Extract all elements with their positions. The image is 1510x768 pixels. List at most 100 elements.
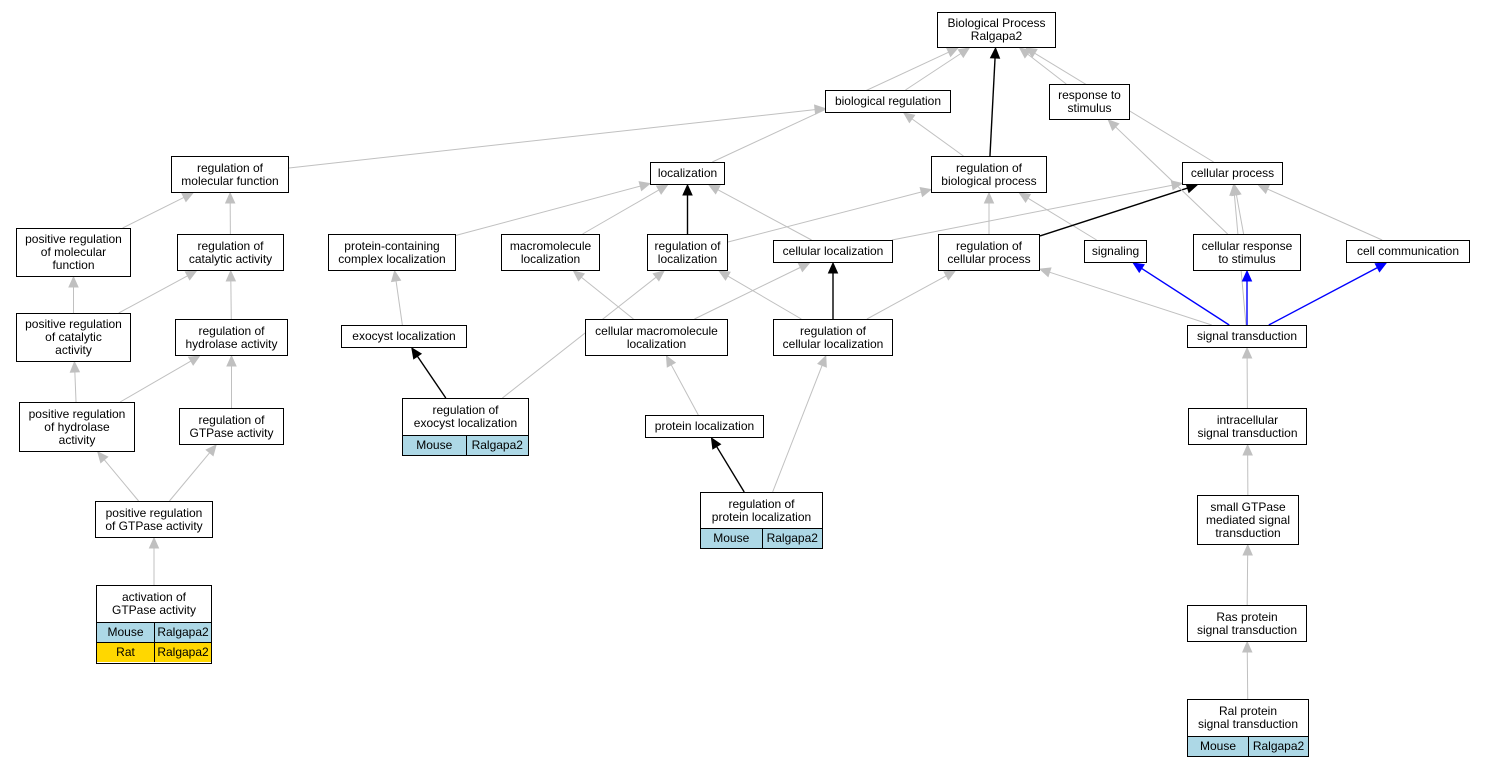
edge-arrowhead — [813, 104, 827, 115]
node-label: positive regulation of GTPase activity — [105, 505, 203, 533]
node-label: regulation of molecular function — [181, 160, 279, 188]
node-signal-transduction[interactable]: signal transduction — [1187, 325, 1307, 348]
node-signaling[interactable]: signaling — [1084, 240, 1147, 263]
node-cellular-process[interactable]: cellular process — [1182, 162, 1283, 185]
node-label: cellular response to stimulus — [1201, 238, 1293, 266]
edge-arrowhead — [707, 184, 721, 195]
node-cellular-response-to-stimulus[interactable]: cellular response to stimulus — [1193, 234, 1301, 271]
node-protein-localization[interactable]: protein localization — [645, 415, 764, 438]
species-row-mouse: Mouse Ralgapa2 — [403, 435, 528, 455]
node-regulation-of-exocyst-localization[interactable]: regulation of exocyst localization Mouse… — [402, 398, 529, 456]
node-positive-regulation-of-catalytic-activity[interactable]: positive regulation of catalytic activit… — [16, 313, 131, 362]
node-label: regulation of cellular process — [947, 238, 1031, 266]
species-cell: Mouse — [701, 529, 762, 548]
node-regulation-of-gtpase-activity[interactable]: regulation of GTPase activity — [179, 408, 284, 445]
edge-arrowhead — [1241, 269, 1253, 282]
node-ras-protein-signal-transduction[interactable]: Ras protein signal transduction — [1187, 605, 1307, 642]
node-intracellular-signal-transduction[interactable]: intracellular signal transduction — [1188, 408, 1307, 445]
node-regulation-of-cellular-localization[interactable]: regulation of cellular localization — [773, 319, 893, 356]
node-regulation-of-localization[interactable]: regulation of localization — [647, 234, 728, 271]
edge-arrowhead — [1038, 267, 1052, 278]
edge-arrowhead — [817, 354, 827, 368]
node-regulation-of-hydrolase-activity[interactable]: regulation of hydrolase activity — [175, 319, 288, 356]
edge-arrowhead — [205, 444, 217, 457]
edge-pos_reg_gtpase_activity-to-pos_reg_hydrolase_activity — [103, 459, 139, 502]
node-regulation-of-molecular-function[interactable]: regulation of molecular function — [171, 156, 289, 193]
edge-arrowhead — [68, 275, 79, 288]
node-label: regulation of catalytic activity — [188, 238, 273, 266]
species-cell: Mouse — [403, 436, 466, 455]
node-macromolecule-localization[interactable]: macromolecule localization — [501, 234, 600, 271]
edge-cell_communication-to-cellular_process — [1267, 188, 1383, 241]
species-cell: Mouse — [97, 623, 154, 642]
edge-reg_protein_localization-to-protein_localization — [716, 446, 745, 493]
node-label: intracellular signal transduction — [1197, 412, 1298, 440]
node-regulation-of-catalytic-activity[interactable]: regulation of catalytic activity — [177, 234, 284, 271]
node-response-to-stimulus[interactable]: response to stimulus — [1049, 84, 1130, 120]
node-positive-regulation-of-hydrolase-activity[interactable]: positive regulation of hydrolase activit… — [19, 402, 135, 452]
edge-protein_containing_complex_localization-to-localization — [455, 185, 641, 236]
node-exocyst-localization[interactable]: exocyst localization — [341, 325, 467, 348]
edge-arrowhead — [902, 112, 916, 124]
node-label: regulation of hydrolase activity — [185, 323, 278, 351]
node-cell-communication[interactable]: cell communication — [1346, 240, 1470, 263]
node-label: macromolecule localization — [509, 238, 592, 266]
node-label: protein-containing complex localization — [338, 238, 446, 266]
edge-arrowhead — [1229, 183, 1240, 196]
edge-reg_molecular_function-to-biological_regulation — [288, 109, 816, 169]
edge-arrowhead — [411, 346, 423, 360]
edge-pos_reg_hydrolase_activity-to-reg_hydrolase_activity — [119, 360, 192, 403]
edge-cellular_response_to_stimulus-to-response_to_stimulus — [1115, 126, 1228, 235]
node-biological-process-root[interactable]: Biological Process Ralgapa2 — [937, 12, 1056, 48]
edge-arrowhead — [989, 46, 1001, 59]
edge-response_to_stimulus-to-root — [1027, 53, 1067, 85]
species-row-mouse: Mouse Ralgapa2 — [701, 528, 822, 548]
node-regulation-of-cellular-process[interactable]: regulation of cellular process — [938, 234, 1040, 271]
edge-arrowhead — [945, 47, 959, 58]
species-cell: Rat — [97, 643, 154, 662]
node-localization[interactable]: localization — [650, 162, 725, 185]
edge-arrowhead — [1374, 262, 1388, 273]
species-row-mouse: Mouse Ralgapa2 — [1188, 736, 1308, 756]
node-label: response to stimulus — [1058, 88, 1121, 115]
node-regulation-of-protein-localization[interactable]: regulation of protein localization Mouse… — [700, 492, 823, 549]
edge-signal_transduction-to-signaling — [1141, 267, 1230, 326]
edge-arrowhead — [224, 191, 236, 204]
edge-reg_protein_localization-to-reg_cellular_localization — [772, 365, 823, 493]
edge-reg_biological_process-to-root — [989, 57, 996, 157]
node-cellular-localization[interactable]: cellular localization — [773, 240, 893, 263]
node-regulation-of-biological-process[interactable]: regulation of biological process — [931, 156, 1047, 193]
node-small-gtpase-mediated-signal-transduction[interactable]: small GTPase mediated signal transductio… — [1197, 495, 1299, 545]
edge-signaling-to-reg_biological_process — [1027, 197, 1097, 241]
species-row-mouse: Mouse Ralgapa2 — [97, 622, 211, 642]
edge-arrowhead — [390, 269, 402, 283]
edge-arrowhead — [97, 451, 109, 464]
edge-cellular_response_to_stimulus-to-cellular_process — [1235, 194, 1245, 235]
node-label: positive regulation of catalytic activit… — [25, 317, 122, 357]
edge-reg_cellular_process-to-cellular_process — [1039, 187, 1188, 237]
node-positive-regulation-of-molecular-function[interactable]: positive regulation of molecular functio… — [16, 228, 131, 277]
edge-cellular_localization-to-cellular_process — [891, 184, 1173, 241]
edge-cellular_macromolecule_localization-to-cellular_localization — [694, 266, 801, 320]
node-protein-containing-complex-localization[interactable]: protein-containing complex localization — [328, 234, 456, 271]
node-label: positive regulation of molecular functio… — [25, 232, 122, 272]
edge-arrowhead — [919, 187, 933, 198]
edge-arrowhead — [1018, 192, 1032, 203]
node-label: cellular macromolecule localization — [595, 323, 718, 351]
edge-signal_transduction-to-cell_communication — [1268, 267, 1378, 326]
node-label: regulation of localization — [654, 238, 721, 266]
node-label: regulation of cellular localization — [782, 323, 884, 351]
node-ral-protein-signal-transduction[interactable]: Ral protein signal transduction Mouse Ra… — [1187, 699, 1309, 757]
gene-cell: Ralgapa2 — [154, 623, 211, 642]
edge-arrowhead — [1242, 640, 1253, 653]
edge-pos_reg_molecular_function-to-reg_molecular_function — [122, 197, 185, 229]
node-positive-regulation-of-gtpase-activity[interactable]: positive regulation of GTPase activity — [95, 501, 213, 538]
node-biological-regulation[interactable]: biological regulation — [825, 90, 951, 113]
edge-arrowhead — [797, 262, 811, 273]
node-label: signaling — [1091, 244, 1140, 258]
node-activation-of-gtpase-activity[interactable]: activation of GTPase activity Mouse Ralg… — [96, 585, 212, 664]
node-cellular-macromolecule-localization[interactable]: cellular macromolecule localization — [585, 319, 728, 356]
species-cell: Mouse — [1188, 737, 1248, 756]
edge-arrowhead — [1025, 47, 1038, 58]
gene-cell: Ralgapa2 — [465, 436, 528, 455]
